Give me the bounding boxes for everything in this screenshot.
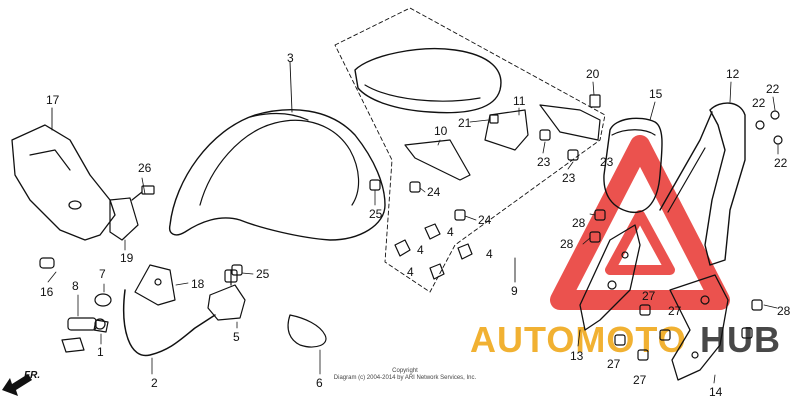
part-label-15: 15 [649, 87, 663, 101]
bracket-19 [109, 197, 139, 241]
part-label-11: 11 [513, 94, 526, 108]
part-label-4a: 4 [417, 243, 424, 257]
part-label-6: 6 [316, 376, 323, 390]
part-label-13: 13 [570, 349, 584, 363]
part-label-17: 17 [46, 93, 60, 107]
sissy-bar-frame [659, 102, 746, 266]
part-label-27d: 27 [633, 373, 647, 387]
part-label-12: 12 [726, 67, 740, 81]
part-number-labels: 1 2 3 4 4 4 4 5 6 7 8 9 10 11 12 13 14 1… [40, 51, 791, 399]
assembly-outline-9 [334, 7, 606, 293]
part-label-19: 19 [120, 251, 134, 265]
part-label-27b: 27 [668, 304, 682, 318]
bolt-26 [131, 185, 155, 201]
part-label-21: 21 [458, 116, 472, 130]
part-label-27a: 27 [642, 289, 656, 303]
copyright-line-1: Copyright [392, 368, 418, 374]
part-label-5: 5 [233, 330, 240, 344]
grommet [39, 257, 55, 269]
part-label-22c: 22 [774, 156, 788, 170]
part-label-14: 14 [709, 385, 723, 399]
part-label-4d: 4 [407, 265, 414, 279]
part-label-23b: 23 [562, 171, 576, 185]
part-label-25a: 25 [369, 207, 383, 221]
side-plate-14 [669, 274, 729, 381]
backrest-pad [603, 117, 663, 213]
copyright-line-2: Diagram (c) 2004-2014 by ARI Network Ser… [333, 375, 477, 381]
part-label-22a: 22 [766, 82, 780, 96]
part-label-16: 16 [40, 285, 54, 299]
part-label-28c: 28 [777, 304, 791, 318]
leader-lines [47, 81, 779, 384]
part-label-3: 3 [287, 51, 294, 65]
part-label-24a: 24 [427, 185, 441, 199]
copyright-notice: Copyright Diagram (c) 2004-2014 by ARI N… [300, 368, 510, 382]
part-label-10: 10 [434, 124, 448, 138]
seat-main [168, 61, 386, 241]
part-label-26: 26 [138, 161, 152, 175]
part-label-1: 1 [97, 345, 104, 359]
bracket-11 [484, 109, 529, 151]
part-label-7: 7 [99, 267, 106, 281]
seat-plate-10 [404, 139, 471, 181]
seat-strap [287, 314, 327, 348]
side-cover [11, 107, 116, 241]
watermark-text-left: AUTOMOTO [470, 319, 687, 360]
part-label-4b: 4 [447, 225, 454, 239]
part-label-23a: 23 [537, 155, 551, 169]
part-label-20: 20 [586, 67, 600, 81]
watermark-logo: AUTOMOTO HUB [470, 135, 780, 360]
seat-lock-cable [123, 289, 216, 357]
lock-bracket [134, 264, 176, 306]
side-plate-13 [579, 224, 641, 331]
part-label-24b: 24 [478, 213, 492, 227]
part-label-22b: 22 [752, 96, 766, 110]
part-label-23c: 23 [600, 155, 614, 169]
part-label-27c: 27 [607, 357, 621, 371]
part-label-18: 18 [191, 277, 205, 291]
seat-latch [207, 269, 246, 321]
clip-1 [93, 319, 109, 333]
direction-label: FR. [24, 370, 40, 381]
part-label-28a: 28 [572, 216, 586, 230]
bracket-11b [539, 104, 601, 141]
part-label-25b: 25 [256, 267, 270, 281]
front-direction-arrow [2, 374, 32, 396]
part-label-28b: 28 [560, 237, 574, 251]
part-label-2: 2 [151, 376, 158, 390]
part-label-9: 9 [511, 284, 518, 298]
washer-7 [94, 293, 112, 307]
passenger-pad [354, 48, 502, 114]
part-label-4c: 4 [486, 247, 493, 261]
part-label-8: 8 [72, 279, 79, 293]
